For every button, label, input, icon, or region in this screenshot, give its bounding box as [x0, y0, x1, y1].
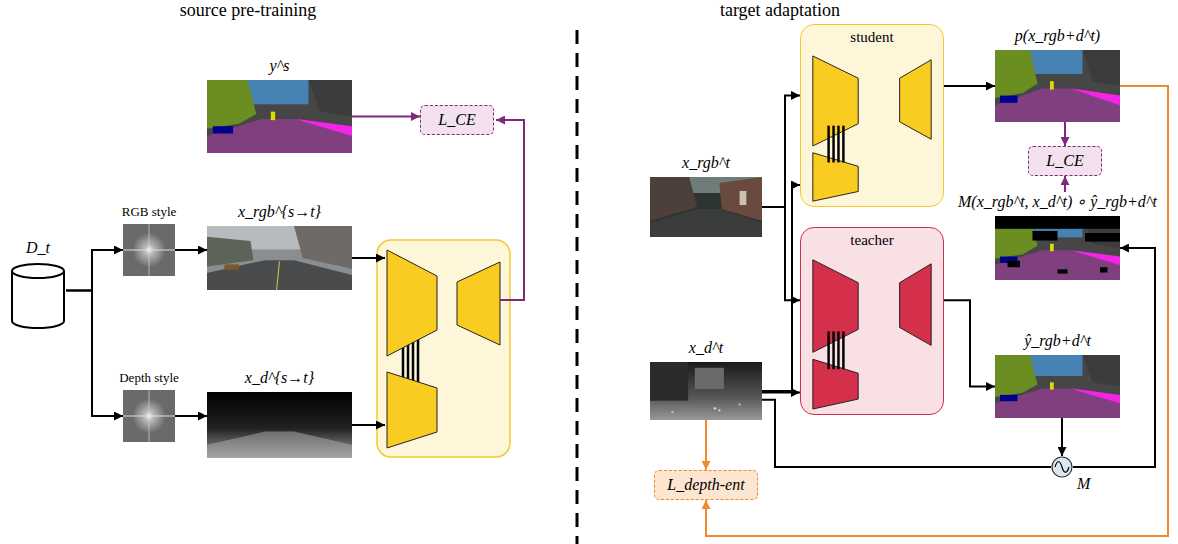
- image-frame: [995, 50, 1120, 122]
- connector-arrow: [762, 391, 800, 393]
- image-node: x_d^t: [650, 338, 762, 420]
- connector-arrow: [944, 85, 995, 87]
- connector-arrow: [944, 300, 995, 386]
- image-frame: [995, 216, 1120, 280]
- loss-box: L_CE: [1028, 146, 1102, 176]
- loss-label: L_CE: [438, 110, 475, 130]
- image-frame: [650, 177, 762, 237]
- image-frame: [123, 224, 175, 276]
- image-node: x_rgb^t: [650, 153, 762, 237]
- image-frame: [207, 80, 352, 153]
- network-box: teacher: [800, 227, 944, 415]
- connector-arrow: [762, 185, 800, 391]
- image-thumbnail: [995, 216, 1120, 280]
- section-heading: source pre-training: [180, 0, 316, 20]
- output-arrow: [496, 120, 524, 300]
- operator-label: M: [1077, 475, 1090, 492]
- connector-arrow: [762, 95, 800, 207]
- node-label: RGB style: [122, 204, 177, 220]
- loss-box: L_depth-ent: [654, 470, 758, 500]
- image-frame: [995, 355, 1120, 418]
- connector-arrow: [1073, 248, 1155, 467]
- image-node: x_rgb^{s→t}: [207, 202, 352, 290]
- image-thumbnail: [207, 392, 352, 458]
- image-node: M(x_rgb^t, x_d^t) ∘ ŷ_rgb+d^t: [995, 192, 1120, 280]
- image-node: y^s: [207, 56, 352, 153]
- image-node: Depth style: [123, 370, 175, 442]
- node-label: p(x_rgb+d^t): [1015, 26, 1100, 46]
- image-node: ŷ_rgb+d^t: [995, 331, 1120, 418]
- cylinder-shape: [10, 262, 66, 330]
- connector-arrow: [1061, 418, 1063, 456]
- image-thumbnail: [207, 226, 352, 290]
- image-node: RGB style: [123, 204, 175, 276]
- image-node: x_d^{s→t}: [207, 368, 352, 458]
- connector-arrow: [175, 415, 207, 417]
- image-frame: [123, 390, 175, 442]
- node-label: x_d^{s→t}: [245, 368, 314, 388]
- mask-operator: M: [1051, 456, 1073, 478]
- image-node: p(x_rgb+d^t): [995, 26, 1120, 122]
- node-label: x_rgb^t: [682, 153, 730, 173]
- node-label: ŷ_rgb+d^t: [1024, 331, 1091, 351]
- loss-label: L_depth-ent: [667, 475, 744, 495]
- image-thumbnail: [207, 80, 352, 153]
- network-label: teacher: [850, 232, 893, 248]
- dataset-cylinder: D_t: [10, 238, 66, 330]
- image-thumbnail: [650, 362, 762, 420]
- network-diagram: [801, 25, 943, 206]
- input-arrow: [352, 424, 385, 426]
- mask-symbol: [1051, 456, 1073, 478]
- input-arrow: [352, 257, 385, 259]
- connector-arrow: [175, 249, 207, 251]
- loss-box: L_CE: [420, 105, 494, 135]
- loss-label: L_CE: [1046, 151, 1083, 171]
- node-label: x_d^t: [689, 338, 723, 358]
- image-thumbnail: [650, 177, 762, 237]
- section-heading-text: target adaptation: [720, 0, 840, 20]
- section-heading: target adaptation: [720, 0, 840, 20]
- connector-arrow: [66, 291, 123, 416]
- node-label: y^s: [269, 56, 289, 76]
- connector-arrow: [1064, 176, 1066, 192]
- connector-arrow: [762, 207, 800, 300]
- node-label: Depth style: [119, 370, 179, 386]
- image-thumbnail: [123, 390, 175, 442]
- image-thumbnail: [995, 50, 1120, 122]
- section-heading-text: source pre-training: [180, 0, 316, 20]
- connector-arrow: [352, 116, 420, 118]
- image-thumbnail: [995, 355, 1120, 418]
- network-diagram: [801, 228, 943, 414]
- node-label: x_rgb^{s→t}: [238, 202, 321, 222]
- image-frame: [10, 262, 66, 330]
- image-frame: [650, 362, 762, 420]
- image-frame: [207, 392, 352, 458]
- source-network: [377, 240, 510, 457]
- section-divider: [576, 30, 579, 544]
- network-box: student: [800, 24, 944, 207]
- node-label: M(x_rgb^t, x_d^t) ∘ ŷ_rgb+d^t: [958, 192, 1157, 212]
- connector-arrow: [1064, 122, 1066, 146]
- connector-arrow: [66, 250, 123, 291]
- network-label: student: [850, 29, 893, 45]
- image-frame: [207, 226, 352, 290]
- image-thumbnail: [123, 224, 175, 276]
- connector-arrow: [705, 420, 707, 470]
- node-label: D_t: [26, 238, 50, 258]
